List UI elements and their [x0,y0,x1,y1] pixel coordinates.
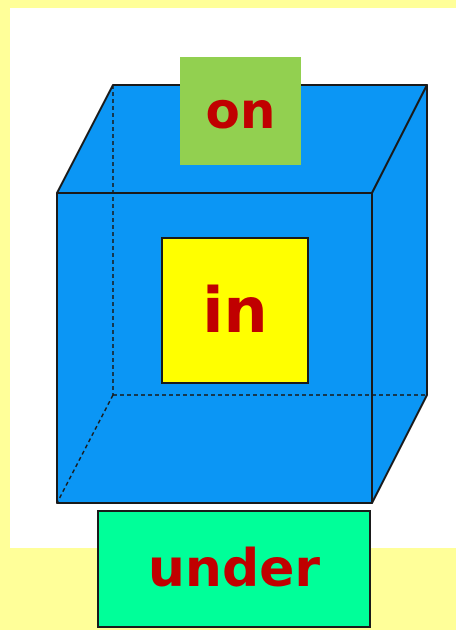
on-label-text: on [206,82,276,140]
in-label-text: in [202,274,267,347]
under-label-text: under [148,539,320,599]
in-label-box: in [161,237,309,384]
under-label-box: under [97,510,371,628]
on-label-box: on [180,57,301,165]
